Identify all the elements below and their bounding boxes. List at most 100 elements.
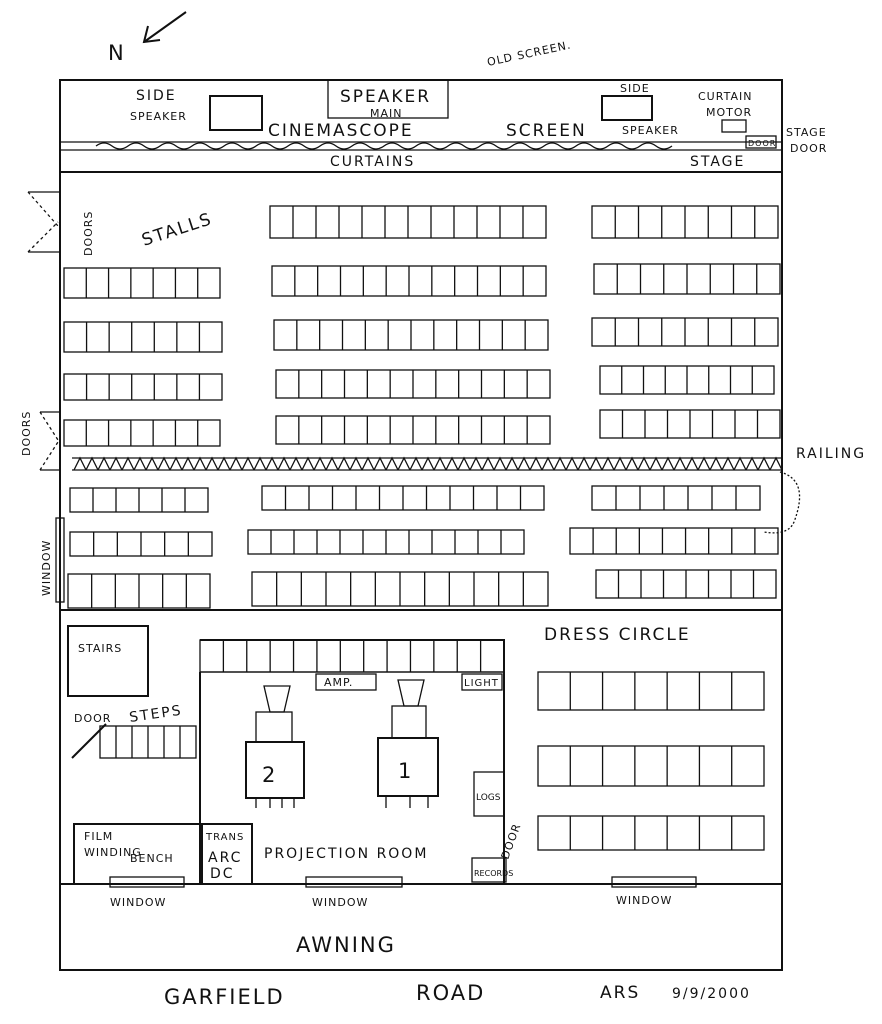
seat-row [275, 369, 551, 399]
side-speaker-left-label-2: SPEAKER [130, 110, 187, 123]
doors-mid-label: DOORS [20, 411, 33, 456]
side-window [55, 517, 65, 603]
side-speaker-left [209, 95, 263, 131]
records-box [471, 857, 507, 883]
window-side-label: WINDOW [40, 540, 53, 596]
speaker-main [327, 79, 449, 119]
projector-1 [377, 679, 439, 808]
seat-row [261, 485, 545, 511]
side-speaker-right-label-1: SIDE [620, 82, 650, 95]
road-label: ROAD [416, 981, 485, 1005]
seat-row [63, 373, 223, 401]
speaker-main-label-1: SPEAKER [340, 87, 431, 107]
amp-box [315, 673, 377, 691]
north-arrow-icon [142, 11, 187, 44]
seat-row [269, 205, 547, 239]
light-box [461, 673, 503, 691]
projection-room-label: PROJECTION ROOM [264, 846, 428, 862]
seat-row [63, 321, 223, 353]
amp-label: AMP. [324, 676, 353, 689]
seat-row [69, 487, 209, 513]
stage-door-label-2: DOOR [790, 142, 827, 155]
seat-row [69, 531, 213, 557]
seat-row [199, 639, 505, 673]
stairs-label: STAIRS [78, 642, 122, 655]
curtain-motor-label-1: CURTAIN [698, 90, 752, 103]
projector-1-label: 1 [398, 759, 413, 783]
curtain-motor [721, 119, 747, 133]
window-1 [109, 876, 185, 888]
stage-door-label-1: STAGE [786, 126, 827, 139]
garfield-label: GARFIELD [164, 985, 285, 1009]
seat-row [599, 365, 775, 395]
seat-row [569, 527, 779, 555]
cinemascope-label: CINEMASCOPE [268, 121, 414, 141]
seat-row [537, 815, 765, 851]
old-screen-label: OLD SCREEN. [486, 38, 573, 69]
seat-row [275, 415, 551, 445]
light-label: LIGHT [464, 678, 499, 689]
seat-row [599, 409, 781, 439]
railing-curve [763, 471, 801, 534]
speaker-main-label-2: MAIN [370, 107, 403, 120]
film-label-2: WINDING [84, 846, 142, 859]
window-2-label: WINDOW [312, 896, 368, 909]
doors-top-label: DOORS [82, 211, 95, 256]
doors-top-drawing [27, 191, 60, 253]
steps-label: STEPS [128, 703, 183, 726]
curtains-drawing [95, 142, 673, 150]
seat-row [591, 205, 779, 239]
screen-label: SCREEN [506, 121, 587, 141]
seat-row [63, 419, 221, 447]
north-label: N [108, 41, 126, 65]
side-speaker-right [601, 95, 653, 121]
seat-row [271, 265, 547, 297]
seat-row [591, 485, 761, 511]
trans-label-2: ARC [208, 850, 242, 866]
film-label-1: FILM [84, 830, 113, 843]
projector-2 [245, 685, 305, 808]
seat-row [251, 571, 549, 607]
side-speaker-right-label-2: SPEAKER [622, 124, 679, 137]
window-1-label: WINDOW [110, 896, 166, 909]
seat-row [537, 671, 765, 711]
stage-door-small-label: DOOR [748, 139, 776, 148]
seat-row [593, 263, 781, 295]
logs-label: LOGS [476, 793, 501, 803]
records-label: RECORDS [474, 869, 513, 878]
side-speaker-left-label-1: SIDE [136, 88, 177, 104]
steps-drawing [99, 725, 197, 759]
seat-row [537, 745, 765, 787]
seat-row [247, 529, 525, 555]
seat-row [595, 569, 777, 599]
curtain-motor-label-2: MOTOR [706, 106, 752, 119]
seat-rows [63, 205, 781, 851]
curtains-label: CURTAINS [330, 154, 415, 170]
doors-mid-drawing [39, 411, 60, 471]
signature-label: ARS [600, 983, 640, 1003]
dress-circle-label: DRESS CIRCLE [544, 625, 691, 645]
trans-label-1: TRANS [205, 832, 244, 843]
date-label: 9/9/2000 [672, 986, 751, 1002]
seat-row [273, 319, 549, 351]
stairs-block [67, 625, 149, 697]
trans-label-3: DC [210, 866, 235, 882]
projector-2-label: 2 [262, 763, 277, 787]
railing-label: RAILING [796, 446, 866, 462]
window-2 [305, 876, 403, 888]
window-3 [611, 876, 697, 888]
film-label-3: BENCH [130, 852, 174, 865]
seat-row [67, 573, 211, 609]
door-swing [71, 723, 107, 759]
door-label: DOOR [74, 712, 111, 725]
door-proj-label: DOOR [499, 821, 524, 861]
window-3-label: WINDOW [616, 894, 672, 907]
building-outline [59, 79, 783, 971]
logs-box [473, 771, 505, 817]
stage-label: STAGE [690, 154, 745, 170]
stalls-label: STALLS [139, 209, 215, 251]
railing-drawing [72, 456, 783, 471]
seat-row [591, 317, 779, 347]
seat-row [63, 267, 221, 299]
